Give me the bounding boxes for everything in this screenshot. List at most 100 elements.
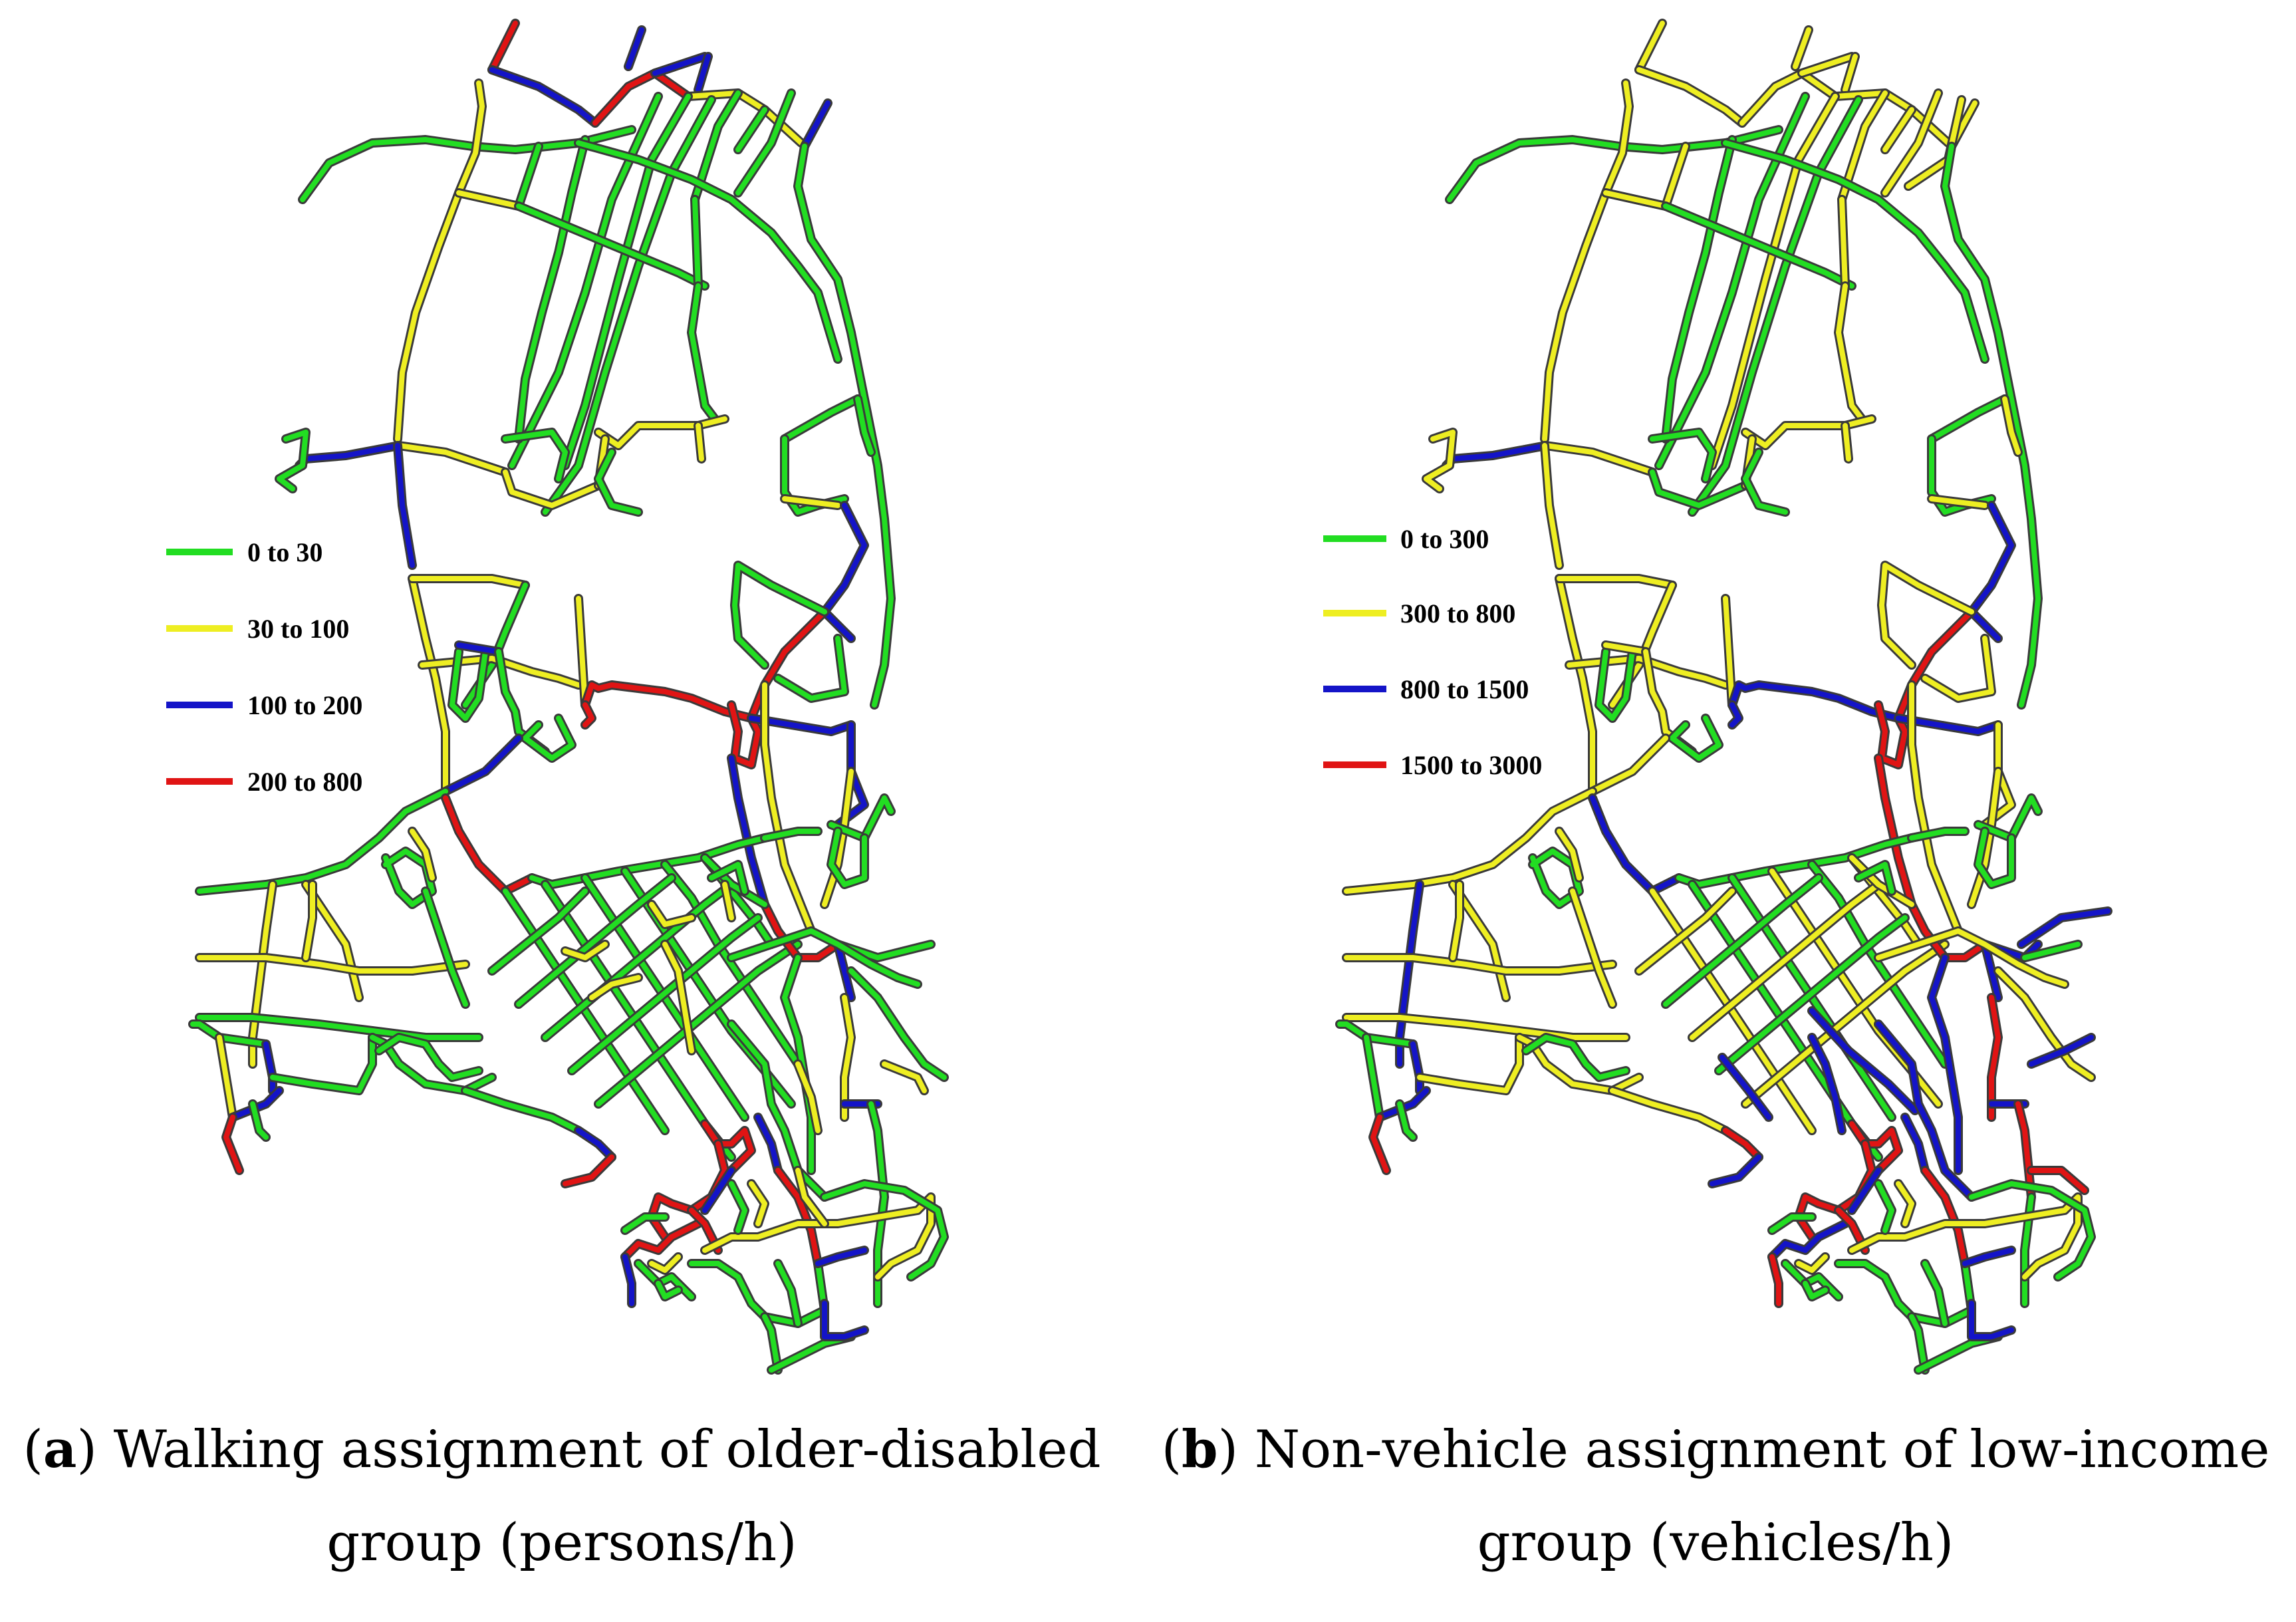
road-segment xyxy=(1528,847,1584,909)
road-segment xyxy=(1540,441,1564,570)
road-segment xyxy=(700,853,769,909)
caption-b-letter: b xyxy=(1182,1419,1218,1480)
caption-a-text: Walking assignment of older-disabled xyxy=(113,1420,1101,1480)
road-segment xyxy=(487,65,600,128)
legend-a: 0 to 30 30 to 100 100 to 200 200 to 800 xyxy=(166,537,362,797)
road-segment xyxy=(1967,1299,2016,1341)
road-segment xyxy=(1967,1179,2096,1282)
road-segment xyxy=(393,441,417,570)
road-segment xyxy=(2020,940,2083,962)
road-segment xyxy=(1920,1166,1970,1268)
road-segment xyxy=(1907,1312,1930,1375)
road-segment xyxy=(1877,561,1976,670)
road-segment xyxy=(2013,1099,2036,1202)
road-segment xyxy=(408,574,450,796)
road-segment xyxy=(1568,886,1617,1009)
road-segment xyxy=(1422,428,1458,493)
legend-label: 100 to 200 xyxy=(247,690,362,720)
road-segment xyxy=(521,714,576,763)
road-segment xyxy=(1634,19,1667,74)
road-segment xyxy=(1648,468,1750,510)
road-segment xyxy=(1837,195,1850,291)
road-segment xyxy=(514,142,543,211)
road-segment xyxy=(650,52,709,78)
road-segment xyxy=(408,827,437,882)
road-segment xyxy=(514,202,709,291)
road-segment xyxy=(773,1259,803,1328)
road-segment xyxy=(727,1179,749,1235)
road-segment xyxy=(561,92,693,470)
road-segment xyxy=(1927,494,1989,510)
road-segment xyxy=(1847,1119,1903,1175)
road-segment xyxy=(647,900,696,929)
road-segment xyxy=(1791,25,1813,71)
road-segment xyxy=(461,1086,583,1135)
road-segment xyxy=(1741,414,1876,450)
road-segment xyxy=(1874,753,1916,909)
road-segment xyxy=(1714,913,1910,1075)
road-segment xyxy=(1741,940,1950,1109)
map-panel-a: 0 to 30 30 to 100 100 to 200 200 to 800 xyxy=(166,19,949,1375)
road-segment xyxy=(1807,860,1950,1069)
road-segment xyxy=(574,594,590,710)
road-segment xyxy=(1601,188,1670,211)
road-segment xyxy=(590,68,693,128)
road-segment xyxy=(1708,1152,1763,1188)
road-segment xyxy=(195,953,470,976)
road-segment xyxy=(1741,448,1790,517)
road-segment xyxy=(827,827,869,889)
road-segment xyxy=(1565,654,1730,690)
road-segment xyxy=(1661,135,1737,444)
caption-b-line1: (b) Non-vehicle assignment of low-income xyxy=(1161,1419,2270,1480)
road-segment xyxy=(1555,574,1677,590)
road-segment xyxy=(820,1179,949,1282)
road-segment xyxy=(1342,787,1597,896)
road-segment xyxy=(1847,1166,1883,1215)
road-segment xyxy=(820,1299,869,1341)
road-segment xyxy=(846,966,949,1082)
road-segment xyxy=(2027,1166,2089,1195)
road-segment xyxy=(1894,714,2003,736)
road-segment xyxy=(620,1219,703,1262)
road-segment xyxy=(800,98,832,151)
road-segment xyxy=(2017,906,2112,949)
road-segment xyxy=(1415,1033,1524,1095)
road-segment xyxy=(574,138,842,364)
road-segment xyxy=(561,1152,616,1188)
road-segment xyxy=(733,88,796,198)
legend-label: 200 to 800 xyxy=(247,767,362,797)
road-segment xyxy=(1634,65,1747,128)
road-segment xyxy=(690,88,743,204)
legend-label: 0 to 300 xyxy=(1400,524,1489,554)
road-segment xyxy=(620,1212,670,1235)
road-segment xyxy=(1894,1179,1916,1228)
road-segment xyxy=(1767,1212,1817,1235)
road-segment xyxy=(700,1166,736,1215)
road-segment xyxy=(1375,1086,1431,1122)
road-segment xyxy=(1927,953,1963,1175)
legend-label: 300 to 800 xyxy=(1400,599,1515,628)
road-segment xyxy=(1588,793,1684,896)
road-segment xyxy=(730,561,829,670)
road-segment xyxy=(421,886,470,1009)
road-segment xyxy=(454,640,503,656)
road-segment xyxy=(660,860,803,1069)
road-segment xyxy=(374,1033,483,1082)
road-segment xyxy=(700,1192,936,1282)
road-segment xyxy=(1767,1252,1783,1308)
road-segment xyxy=(454,188,523,211)
road-segment xyxy=(1408,1039,1424,1095)
legend-label: 30 to 100 xyxy=(247,614,349,644)
road-segment xyxy=(747,714,856,736)
road-segment xyxy=(1541,441,1657,477)
road-segment xyxy=(567,913,763,1075)
road-segment xyxy=(1900,1113,1930,1175)
road-segment xyxy=(268,1033,377,1095)
road-segment xyxy=(1854,860,1896,896)
road-segment xyxy=(1960,1246,2016,1268)
road-segment xyxy=(1841,52,1860,94)
road-segment xyxy=(1521,1033,1630,1082)
road-segment xyxy=(620,1252,636,1308)
road-segment xyxy=(1807,1033,1847,1135)
road-segment xyxy=(1781,1259,1843,1301)
